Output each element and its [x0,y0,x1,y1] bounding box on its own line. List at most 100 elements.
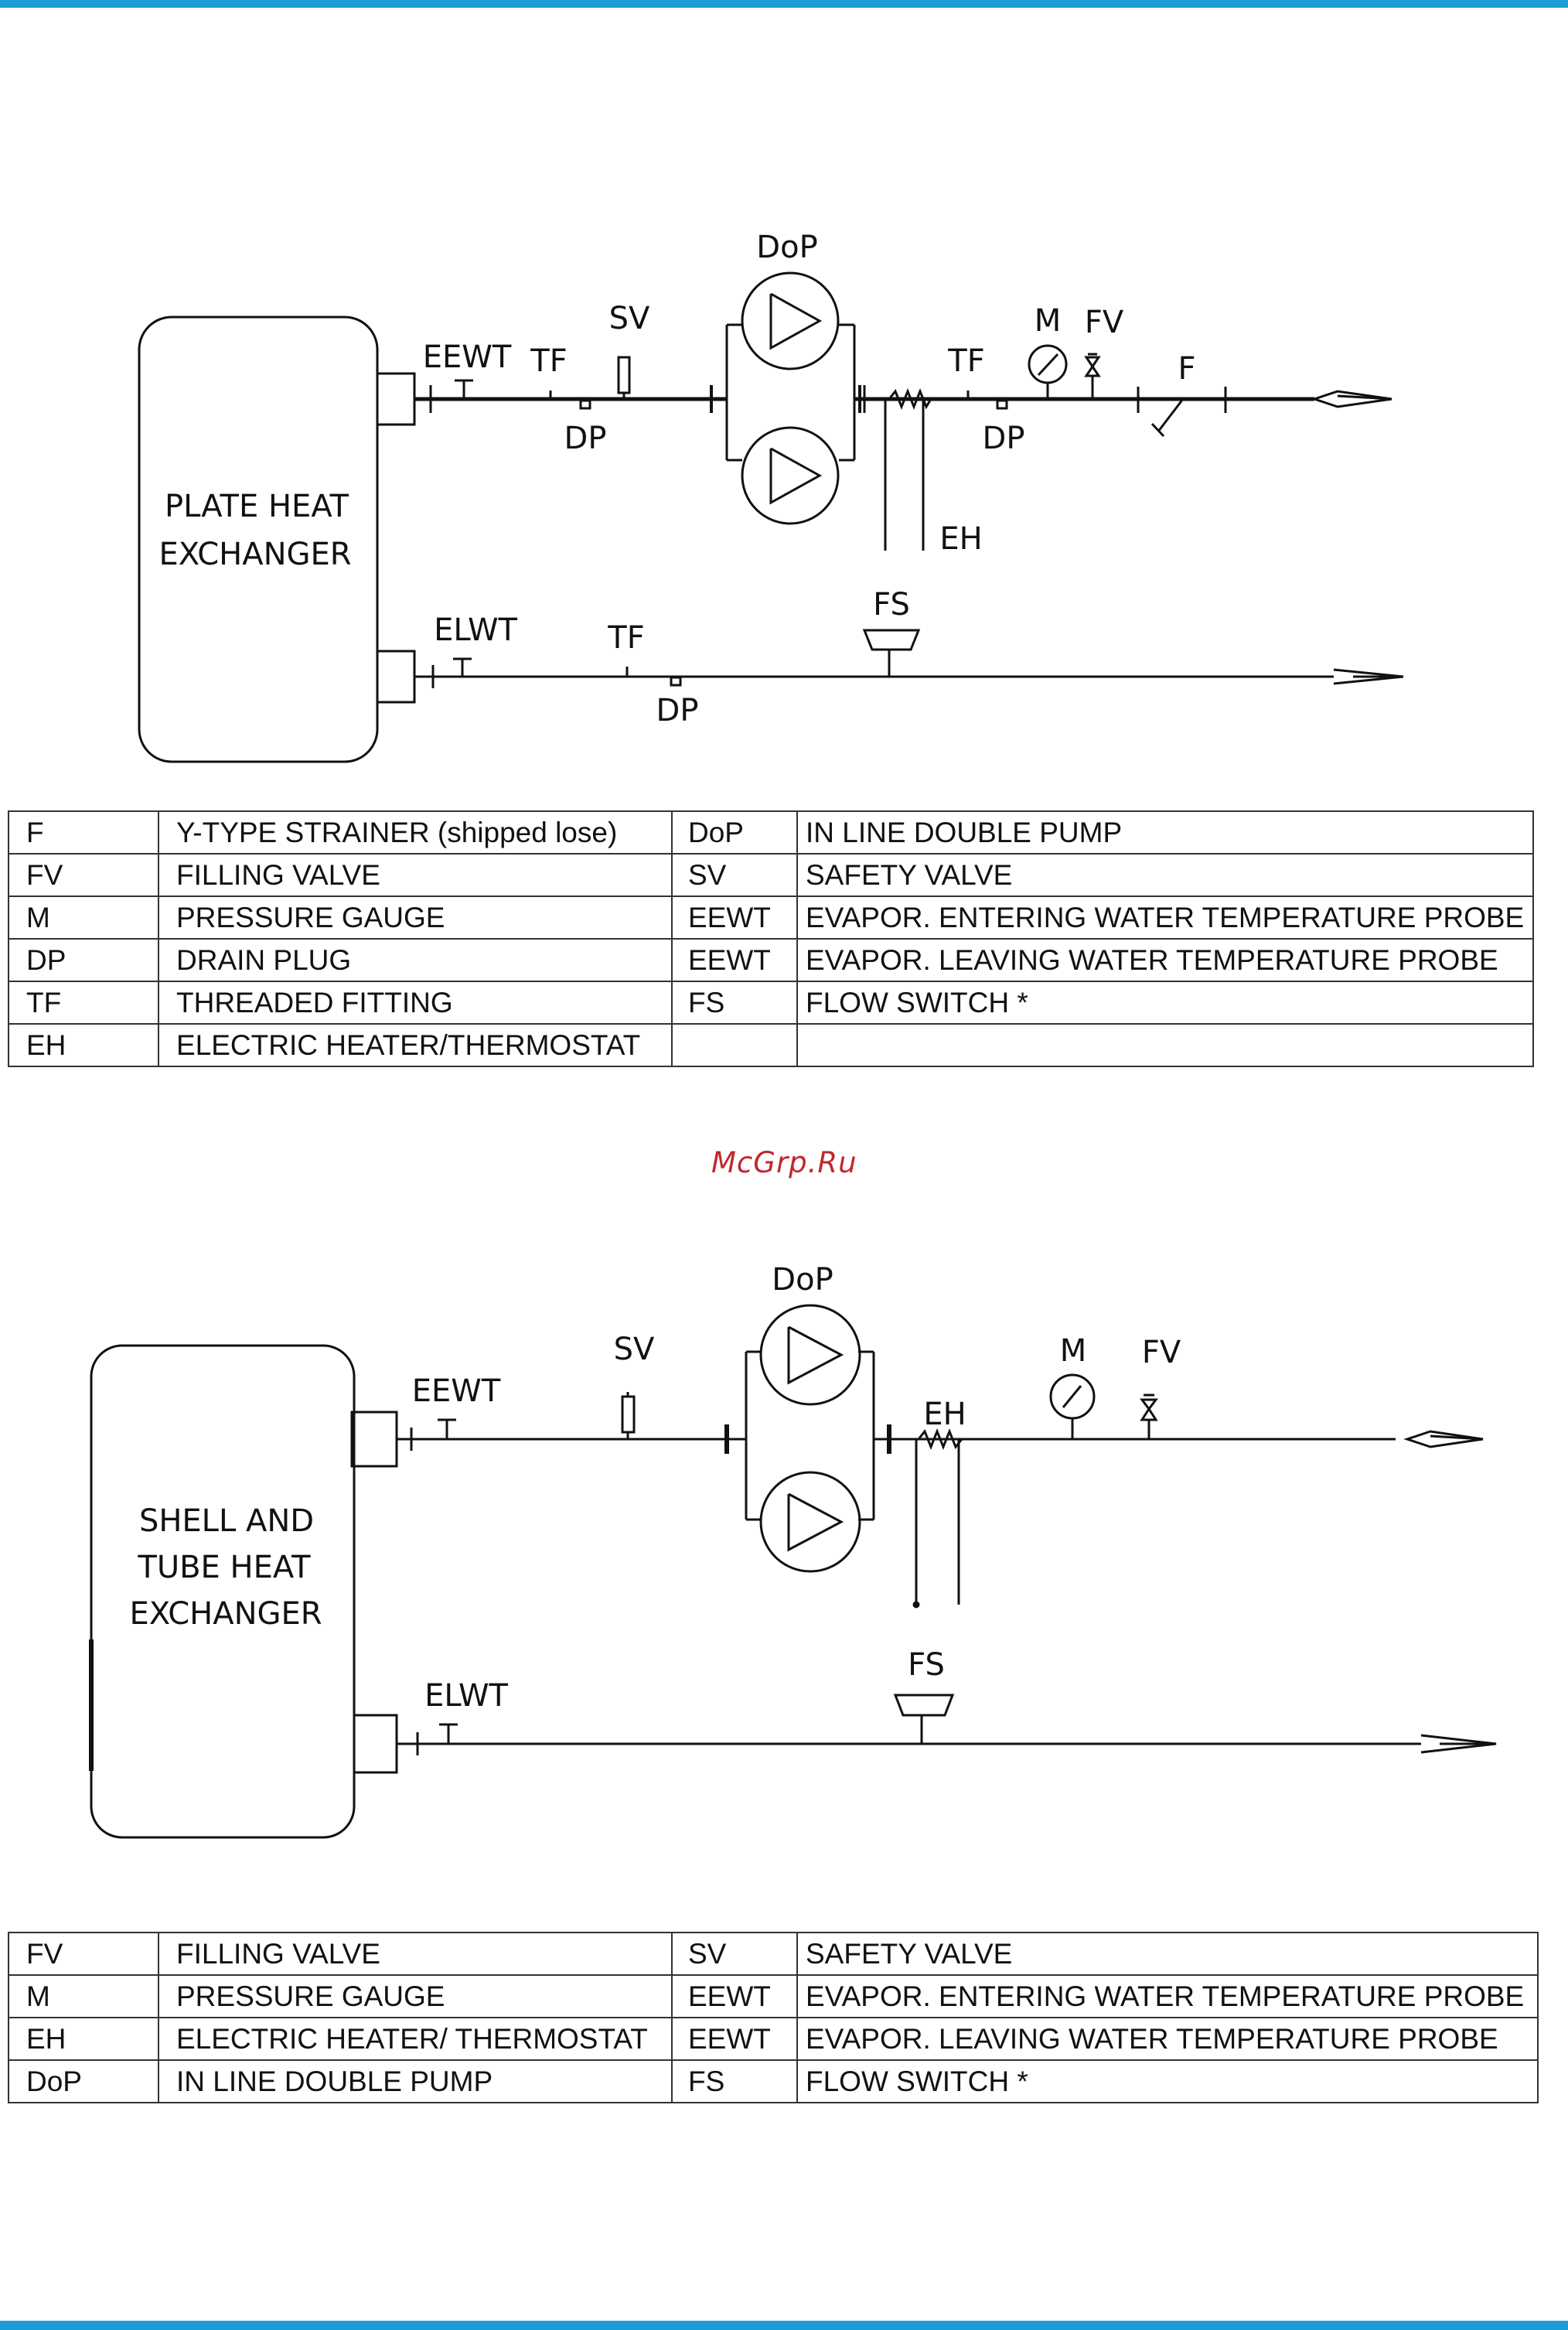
exchanger-name-line-1: SHELL AND [139,1503,314,1539]
legend-row: EH ELECTRIC HEATER/ THERMOSTAT EEWT EVAP… [8,2017,1539,2061]
label-fv: FV [1085,305,1124,340]
legend-code: FV [8,853,159,897]
outlet-nozzle [376,650,416,704]
legend-code: DP [8,938,159,982]
label-elwt: ELWT [434,612,517,648]
plate-heat-exchanger-diagram: PLATE HEAT EXCHANGER DoP SV EEWT TF DP T… [138,230,1404,763]
drain-plug-3 [670,676,682,687]
legend-code [671,1023,798,1067]
label-eh: EH [923,1397,966,1432]
watermark: McGrp.Ru [711,1146,857,1179]
label-m: M [1035,303,1062,339]
legend-row: F Y-TYPE STRAINER (shipped lose) DoP IN … [8,810,1534,855]
pump-1 [759,1304,861,1406]
label-dop: DoP [756,230,817,265]
legend-description: ELECTRIC HEATER/THERMOSTAT [158,1023,673,1067]
legend-description: EVAPOR. LEAVING WATER TEMPERATURE PROBE [796,938,1534,982]
legend-row: EH ELECTRIC HEATER/THERMOSTAT [8,1023,1534,1067]
legend-description: FLOW SWITCH * [796,981,1534,1025]
bottom-accent-bar [0,2321,1568,2330]
legend-row: M PRESSURE GAUGE EEWT EVAPOR. ENTERING W… [8,895,1534,940]
legend-code: DoP [671,810,798,855]
label-m: M [1060,1333,1087,1369]
legend-description: SAFETY VALVE [796,1932,1539,1976]
label-elwt: ELWT [424,1678,508,1714]
label-f: F [1178,351,1195,387]
legend-code: M [8,1974,159,2018]
legend-description: FLOW SWITCH * [796,2059,1539,2103]
top-accent-bar [0,0,1568,8]
inlet-arrow [1311,390,1392,408]
legend-code: SV [671,853,798,897]
legend-description: FILLING VALVE [158,853,673,897]
filling-valve-2 [1140,1398,1158,1411]
legend-description: THREADED FITTING [158,981,673,1025]
legend-description: ELECTRIC HEATER/ THERMOSTAT [158,2017,673,2061]
drain-plug-2 [996,399,1008,410]
legend-description: EVAPOR. LEAVING WATER TEMPERATURE PROBE [796,2017,1539,2061]
legend-row: DoP IN LINE DOUBLE PUMP FS FLOW SWITCH * [8,2059,1539,2103]
flow-switch-1 [862,629,921,651]
safety-valve [621,1395,636,1434]
pump-1 [741,271,840,370]
label-fs: FS [873,587,910,623]
outlet-nozzle [353,1714,398,1774]
legend-row: FV FILLING VALVE SV SAFETY VALVE [8,853,1534,897]
legend-description: IN LINE DOUBLE PUMP [158,2059,673,2103]
legend-code: FV [8,1932,159,1976]
inlet-nozzle [376,372,416,426]
legend-row: TF THREADED FITTING FS FLOW SWITCH * [8,981,1534,1025]
shell-and-tube-exchanger-box [90,1344,356,1839]
y-strainer [1157,398,1185,432]
label-dp-2: DP [983,421,1025,456]
label-fs: FS [908,1647,945,1683]
legend-code: F [8,810,159,855]
legend-code: EH [8,2017,159,2061]
legend-description: DRAIN PLUG [158,938,673,982]
pump-2 [759,1471,861,1573]
legend-code: EEWT [671,895,798,940]
legend-description: IN LINE DOUBLE PUMP [796,810,1534,855]
legend-description: FILLING VALVE [158,1932,673,1976]
label-sv: SV [609,301,650,336]
legend-code: EH [8,1023,159,1067]
legend-code: SV [671,1932,798,1976]
label-dp-1: DP [564,421,607,456]
legend-description: PRESSURE GAUGE [158,1974,673,2018]
legend-table-1: F Y-TYPE STRAINER (shipped lose) DoP IN … [8,810,1534,1067]
legend-code: FS [671,981,798,1025]
legend-code: EEWT [671,938,798,982]
legend-description: PRESSURE GAUGE [158,895,673,940]
legend-code: EEWT [671,2017,798,2061]
legend-description [796,1023,1534,1067]
label-sv: SV [614,1332,655,1367]
label-tf-2: TF [947,343,984,379]
label-tf-3: TF [607,620,644,656]
drain-plug-1 [579,399,591,410]
exchanger-name-line-2: TUBE HEAT [137,1550,311,1585]
legend-code: EEWT [671,1974,798,2018]
exchanger-name-line-1: PLATE HEAT [165,489,349,524]
label-eh: EH [939,521,982,557]
legend-code: DoP [8,2059,159,2103]
label-eewt: EEWT [423,339,512,375]
safety-valve [617,356,631,394]
exchanger-name-line-3: EXCHANGER [129,1596,322,1632]
legend-table-2: FV FILLING VALVE SV SAFETY VALVE M PRESS… [8,1932,1539,2103]
plate-heat-exchanger-box [138,316,379,763]
pump-2 [741,426,840,525]
inlet-nozzle [350,1411,398,1468]
filling-valve-1 [1084,356,1101,369]
legend-code: M [8,895,159,940]
inlet-arrow [1403,1430,1484,1448]
shell-and-tube-exchanger-diagram: SHELL AND TUBE HEAT EXCHANGER DoP SV EEW… [89,1262,1497,1839]
legend-code: TF [8,981,159,1025]
label-eewt: EEWT [412,1373,501,1409]
legend-description: Y-TYPE STRAINER (shipped lose) [158,810,673,855]
label-dop: DoP [772,1262,833,1298]
legend-row: DP DRAIN PLUG EEWT EVAPOR. LEAVING WATER… [8,938,1534,982]
label-tf-1: TF [530,343,567,379]
legend-row: FV FILLING VALVE SV SAFETY VALVE [8,1932,1539,1976]
legend-description: EVAPOR. ENTERING WATER TEMPERATURE PROBE [796,895,1534,940]
legend-description: SAFETY VALVE [796,853,1534,897]
